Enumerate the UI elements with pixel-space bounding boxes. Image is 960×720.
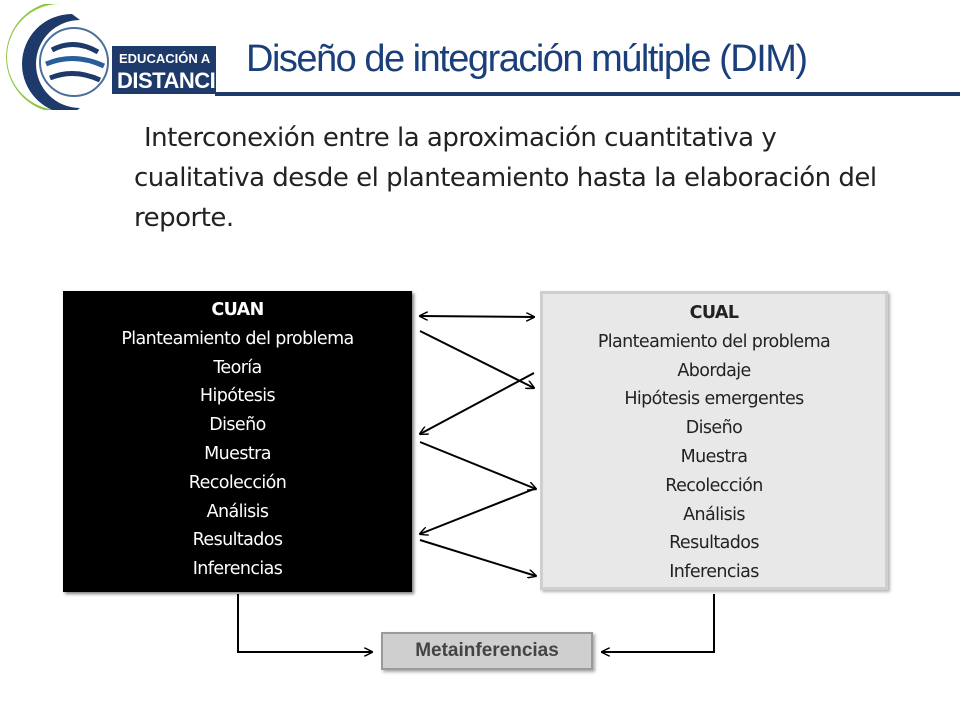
cuan-item: Planteamiento del problema	[121, 328, 354, 349]
cual-item: Abordaje	[677, 360, 751, 381]
cual-item: Hipótesis emergentes	[624, 389, 804, 410]
cual-item: Muestra	[680, 446, 748, 467]
cual-item: Planteamiento del problema	[597, 331, 831, 352]
logo-text-bottom: DISTANCIA	[117, 68, 230, 93]
arrow-cuan-to-cual	[419, 539, 536, 576]
cuan-heading: CUAN	[211, 300, 264, 320]
cuan-item: Hipótesis	[199, 386, 276, 407]
logo-blue-ring	[22, 14, 80, 110]
arrow-cuan-to-cual	[419, 441, 536, 489]
double-arrow	[420, 316, 534, 317]
cuan-item: Diseño	[209, 415, 266, 436]
cuan-item: Muestra	[204, 443, 271, 464]
metainferencias-box: Metainferencias	[381, 632, 593, 670]
cuan-item: Teoría	[213, 357, 262, 378]
cual-heading: CUAL	[689, 303, 739, 323]
cuan-item: Análisis	[206, 501, 269, 522]
cual-item: Resultados	[669, 533, 759, 554]
arrow-cuan-to-cual	[419, 330, 534, 388]
cual-item: Inferencias	[669, 562, 759, 583]
cual-box: CUAL Planteamiento del problema Abordaje…	[540, 291, 888, 590]
page-title: Diseño de integración múltiple (DIM)	[246, 38, 808, 80]
cual-item: Diseño	[685, 418, 743, 439]
education-logo: EDUCACIÓN A DISTANCIA	[6, 4, 230, 110]
logo-text-top: EDUCACIÓN A	[119, 51, 211, 66]
cuan-item: Resultados	[192, 530, 283, 551]
cuan-item: Recolección	[188, 472, 287, 493]
subtitle-text: Interconexión entre la aproximación cuan…	[134, 123, 877, 233]
cuan-item: Inferencias	[192, 559, 283, 580]
cual-item: Análisis	[683, 504, 745, 525]
cuan-box: CUAN Planteamiento del problema Teoría H…	[63, 291, 412, 592]
arrow-cual-to-cuan	[420, 488, 535, 534]
arrow-cuan-to-meta	[237, 594, 372, 652]
arrow-cual-to-cuan	[420, 372, 535, 434]
cual-item: Recolección	[665, 475, 763, 496]
arrow-cual-to-meta	[602, 594, 715, 652]
title-underline	[215, 92, 960, 96]
